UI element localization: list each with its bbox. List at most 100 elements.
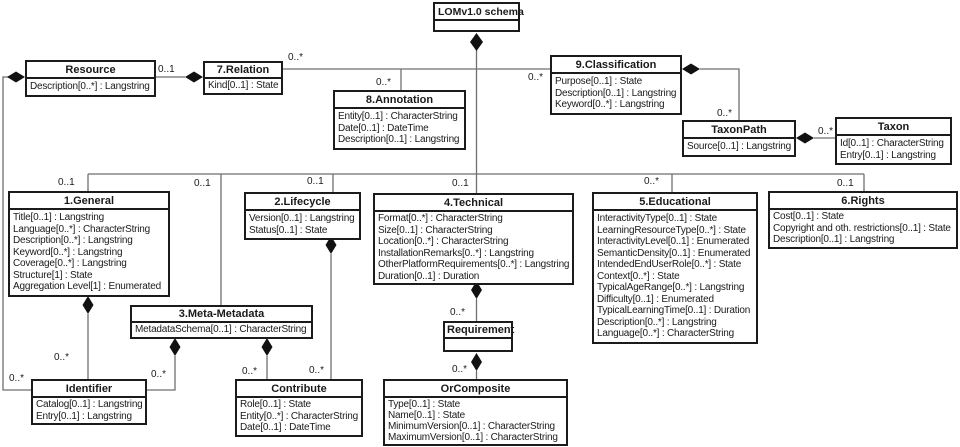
class-attribute: Id[0..1] : CharacterString — [840, 138, 944, 149]
multiplicity-technical: 0..1 — [452, 178, 469, 189]
class-attribute: Context[0..*] : State — [597, 270, 680, 282]
class-attribute: LearningResourceType[0..*] : State — [597, 224, 746, 236]
class-title: LOMv1.0 schema — [435, 4, 524, 21]
class-title: 4.Technical — [375, 195, 572, 212]
multiplicity-rights: 0..1 — [837, 178, 854, 189]
class-attribute: Role[0..1] : State — [240, 399, 311, 410]
multiplicity-metametadata: 0..1 — [194, 178, 211, 189]
multiplicity-taxonpath: 0..* — [717, 108, 733, 119]
class-attribute: IntendedEndUserRole[0..*] : State — [597, 259, 742, 270]
multiplicity-resource-relation: 0..1 — [158, 64, 175, 75]
class-attribute: OtherPlatformRequirements[0..*] : Langst… — [378, 259, 570, 270]
class-title: 9.Classification — [552, 57, 680, 74]
class-title: Contribute — [237, 381, 361, 398]
composition-diamond-technical — [471, 281, 482, 299]
class-attribute: Status[0..1] : State — [249, 224, 328, 236]
class-taxonpath[interactable]: TaxonPath Source[0..1] : Langstring — [682, 120, 796, 157]
class-educational[interactable]: 5.Educational InteractivityType[0..1] : … — [592, 192, 758, 344]
class-relation[interactable]: 7.Relation Kind[0..1] : State — [203, 61, 283, 95]
edge-resource-identifier — [2, 76, 31, 391]
class-attribute: MinimumVersion[0..1] : CharacterString — [388, 421, 555, 432]
class-attribute: TypicalAgeRange[0..*] : Langstring — [597, 282, 745, 293]
multiplicity-identifier-resource: 0..* — [9, 373, 25, 384]
class-title: 5.Educational — [594, 194, 756, 211]
multiplicity-orcomposite: 0..* — [452, 364, 468, 375]
class-attribute: Language[0..*] : CharacterString — [13, 223, 151, 235]
class-attribute: InteractivityLevel[0..1] : Enumerated — [597, 236, 750, 247]
class-contribute[interactable]: Contribute Role[0..1] : State Entity[0..… — [235, 379, 363, 437]
composition-diamond-general — [82, 296, 94, 314]
composition-diamond-classification — [682, 63, 700, 75]
multiplicity-identifier-meta: 0..* — [151, 369, 167, 380]
class-attribute: Date[0..1] : DateTime — [240, 422, 331, 433]
class-attribute: Aggregation Level[1] : Enumerated — [13, 281, 161, 292]
class-classification[interactable]: 9.Classification Purpose[0..1] : State D… — [550, 55, 682, 115]
composition-diamond-lifecycle — [325, 236, 337, 254]
class-annotation[interactable]: 8.Annotation Entity[0..1] : CharacterStr… — [333, 90, 466, 150]
class-resource[interactable]: Resource Description[0..*] : Langstring — [25, 60, 156, 97]
multiplicity-identifier-general: 0..* — [54, 352, 70, 363]
class-attribute: Description[0..1] : Langstring — [555, 87, 677, 99]
class-attribute: Language[0..*] : CharacterString — [597, 328, 735, 339]
multiplicity-relation-bus: 0..* — [288, 52, 304, 63]
class-orcomposite[interactable]: OrComposite Type[0..1] : State Name[0..1… — [383, 379, 568, 446]
multiplicity-taxon: 0..* — [818, 126, 834, 137]
class-attribute: Description[0..1] : Langstring — [338, 134, 460, 145]
class-attribute: Structure[1] : State — [13, 269, 93, 281]
class-taxon[interactable]: Taxon Id[0..1] : CharacterString Entry[0… — [835, 117, 952, 165]
composition-diamond-resource — [7, 71, 25, 83]
class-attribute: TypicalLearningTime[0..1] : Duration — [597, 305, 751, 316]
composition-diamond-lom — [470, 33, 483, 51]
class-general[interactable]: 1.General Title[0..1] : Langstring Langu… — [8, 191, 170, 297]
multiplicity-annotation: 0..* — [376, 77, 392, 88]
class-attribute: Description[0..*] : Langstring — [30, 81, 150, 92]
class-attribute: Date[0..1] : DateTime — [338, 122, 429, 134]
class-attribute: Kind[0..1] : State — [208, 80, 279, 91]
class-attribute: Duration[0..1] : Duration — [378, 270, 480, 282]
class-lom-schema[interactable]: LOMv1.0 schema — [433, 2, 524, 32]
multiplicity-educational: 0..* — [644, 176, 660, 187]
class-attribute: Entity[0..1] : CharacterString — [338, 111, 458, 122]
class-rights[interactable]: 6.Rights Cost[0..1] : State Copyright an… — [768, 191, 958, 249]
class-meta-metadata[interactable]: 3.Meta-Metadata MetadataSchema[0..1] : C… — [130, 305, 313, 339]
multiplicity-requirement: 0..* — [450, 307, 466, 318]
edge-classification-taxonpath — [700, 68, 740, 120]
multiplicity-general: 0..1 — [58, 177, 75, 188]
composition-diamond-taxonpath — [796, 132, 814, 144]
class-title: Identifier — [33, 381, 145, 398]
composition-diamond-meta-left — [169, 338, 181, 356]
class-requirement[interactable]: Requirement — [443, 321, 514, 352]
class-attribute: Purpose[0..1] : State — [555, 76, 642, 87]
class-attribute: SemanticDensity[0..1] : Enumerated — [597, 247, 751, 259]
class-title: Taxon — [837, 119, 950, 136]
class-title: 6.Rights — [770, 193, 956, 210]
class-title: OrComposite — [385, 381, 566, 398]
empty-compartment — [445, 339, 511, 350]
class-title: 2.Lifecycle — [246, 194, 359, 211]
class-title: TaxonPath — [684, 122, 794, 139]
class-title: 7.Relation — [205, 63, 281, 79]
class-attribute: MetadataSchema[0..1] : CharacterString — [135, 324, 307, 335]
class-attribute: Format[0..*] : CharacterString — [378, 213, 503, 224]
class-attribute: InteractivityType[0..1] : State — [597, 213, 717, 224]
class-attribute: Copyright and oth. restrictions[0..1] : … — [773, 222, 951, 234]
class-attribute: Keyword[0..*] : Langstring — [13, 246, 123, 258]
class-identifier[interactable]: Identifier Catalog[0..1] : Langstring En… — [31, 379, 147, 425]
class-attribute: Description[0..*] : Langstring — [597, 316, 717, 328]
class-attribute: Keyword[0..*] : Langstring — [555, 99, 665, 110]
class-attribute: InstallationRemarks[0..*] : Langstring — [378, 247, 534, 259]
composition-diamond-relation — [185, 71, 203, 83]
class-attribute: Size[0..1] : CharacterString — [378, 224, 493, 236]
class-attribute: Location[0..*] : CharacterString — [378, 236, 509, 247]
class-attribute: Coverage[0..*] : Langstring — [13, 258, 127, 269]
class-attribute: Entry[0..1] : Langstring — [840, 149, 936, 161]
class-technical[interactable]: 4.Technical Format[0..*] : CharacterStri… — [373, 193, 574, 285]
class-lifecycle[interactable]: 2.Lifecycle Version[0..1] : Langstring S… — [244, 192, 361, 240]
class-title: 8.Annotation — [335, 92, 464, 109]
class-title: 1.General — [10, 193, 168, 210]
multiplicity-contribute-meta: 0..* — [242, 366, 258, 377]
multiplicity-lifecycle: 0..1 — [307, 176, 324, 187]
class-attribute: Catalog[0..1] : Langstring — [36, 399, 143, 410]
class-attribute: Name[0..1] : State — [388, 410, 465, 421]
